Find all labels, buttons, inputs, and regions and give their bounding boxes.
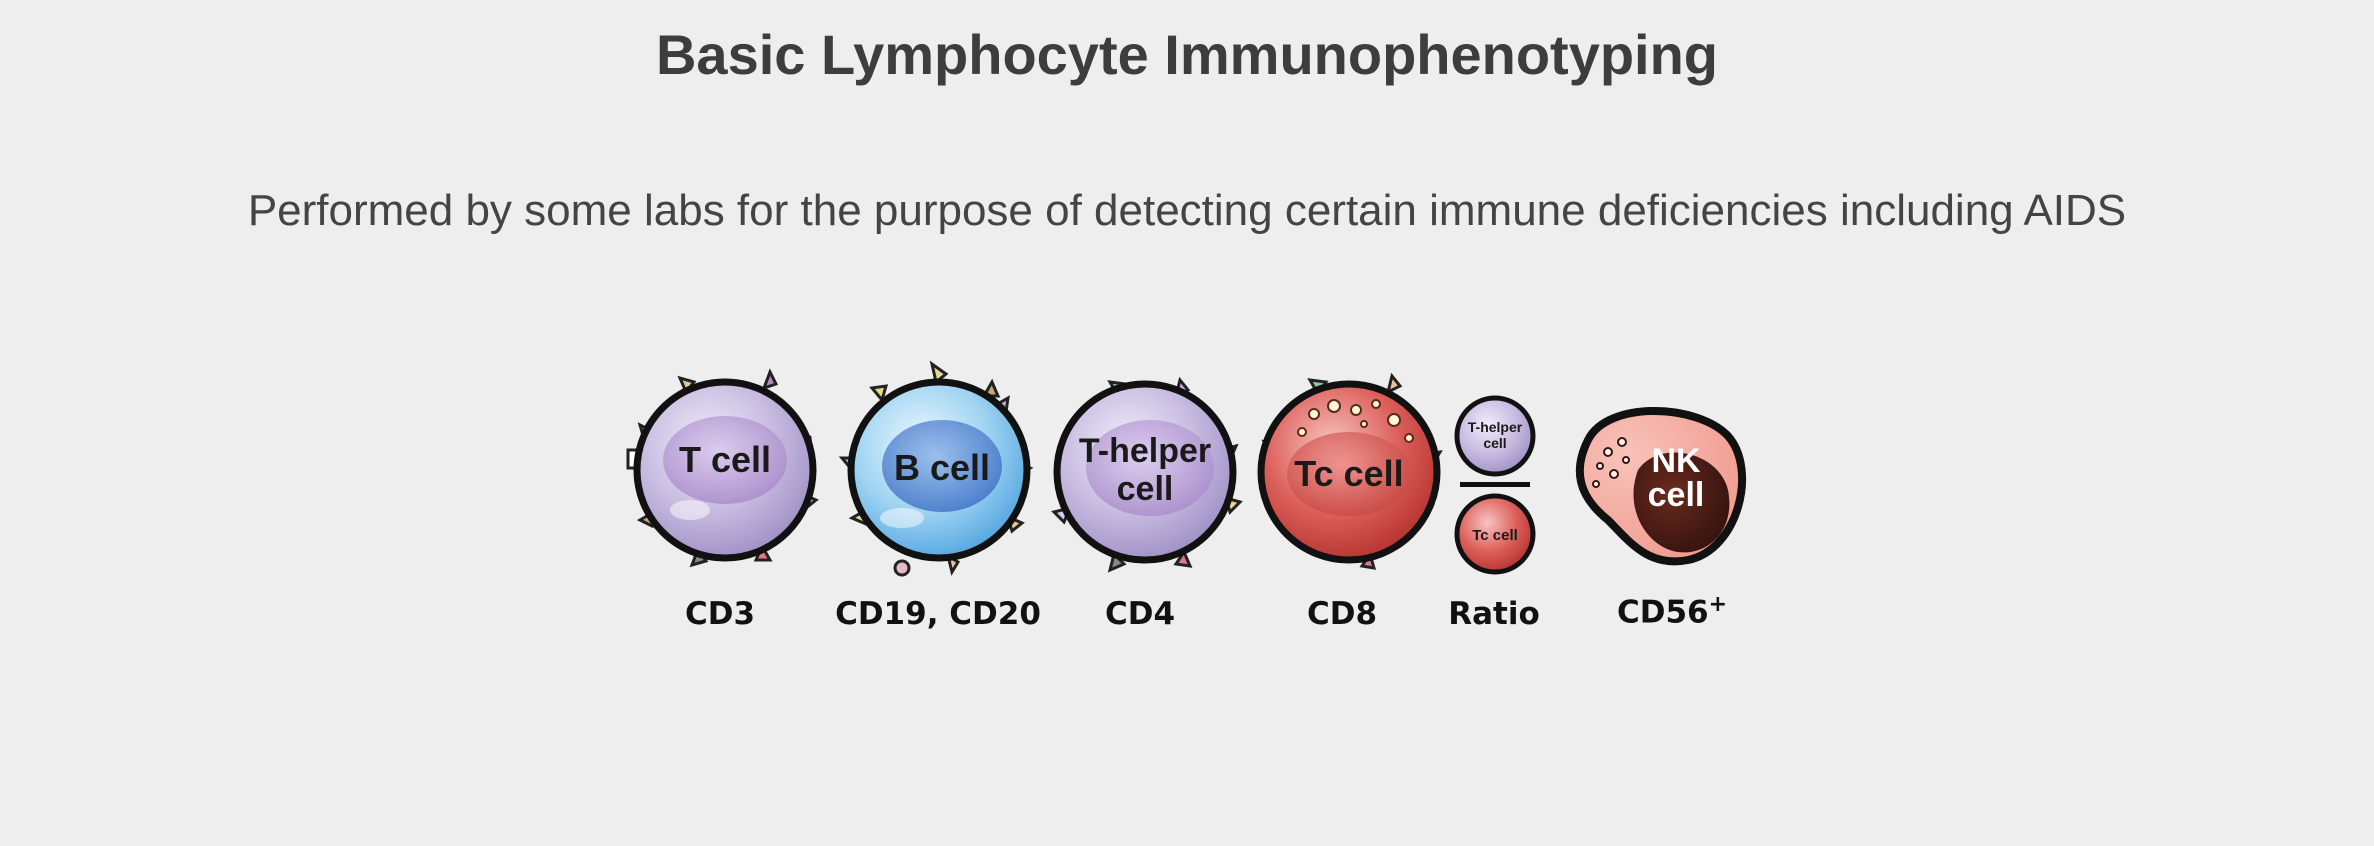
marker-superscript: +: [1708, 592, 1728, 617]
page-subtitle: Performed by some labs for the purpose o…: [247, 186, 2127, 235]
cell-name-line2: cell: [1117, 470, 1174, 508]
marker-label: CD3: [684, 596, 756, 632]
nk-cell-illustration: NK cell: [1575, 407, 1746, 566]
granule-icon: [1297, 399, 1414, 443]
cell-name-line1: T-helper: [1079, 432, 1211, 470]
marker-label: CD19, CD20: [835, 596, 1041, 632]
marker-label: Ratio: [1448, 596, 1540, 632]
ratio-numerator-line1: T-helper: [1468, 419, 1523, 435]
ratio-divider: [1460, 482, 1530, 487]
marker-label: CD56+: [1542, 592, 1802, 630]
b-cell-illustration: B cell: [838, 360, 1034, 577]
ratio-numerator-line2: cell: [1483, 435, 1506, 451]
ratio-denominator: Tc cell: [1472, 527, 1518, 544]
ratio-illustration: T-helper cell Tc cell: [1454, 395, 1536, 575]
marker-label: CD4: [1104, 596, 1176, 632]
cell-name: B cell: [894, 447, 990, 488]
t-helper-cell-illustration: T-helper cell: [1051, 376, 1243, 573]
marker-label: CD8: [1306, 596, 1378, 632]
granule-icon: [1592, 437, 1630, 488]
nk-name-line1: NK: [1651, 442, 1701, 480]
t-cell-illustration: T cell: [626, 368, 819, 568]
marker-text: CD56: [1616, 594, 1709, 631]
nk-name-line2: cell: [1648, 476, 1705, 514]
tc-cell-illustration: Tc cell: [1257, 372, 1443, 570]
cell-name: T cell: [679, 439, 771, 480]
page-title: Basic Lymphocyte Immunophenotyping: [655, 23, 1719, 86]
cell-name: Tc cell: [1294, 453, 1403, 494]
receptor-icon: [838, 360, 1034, 577]
